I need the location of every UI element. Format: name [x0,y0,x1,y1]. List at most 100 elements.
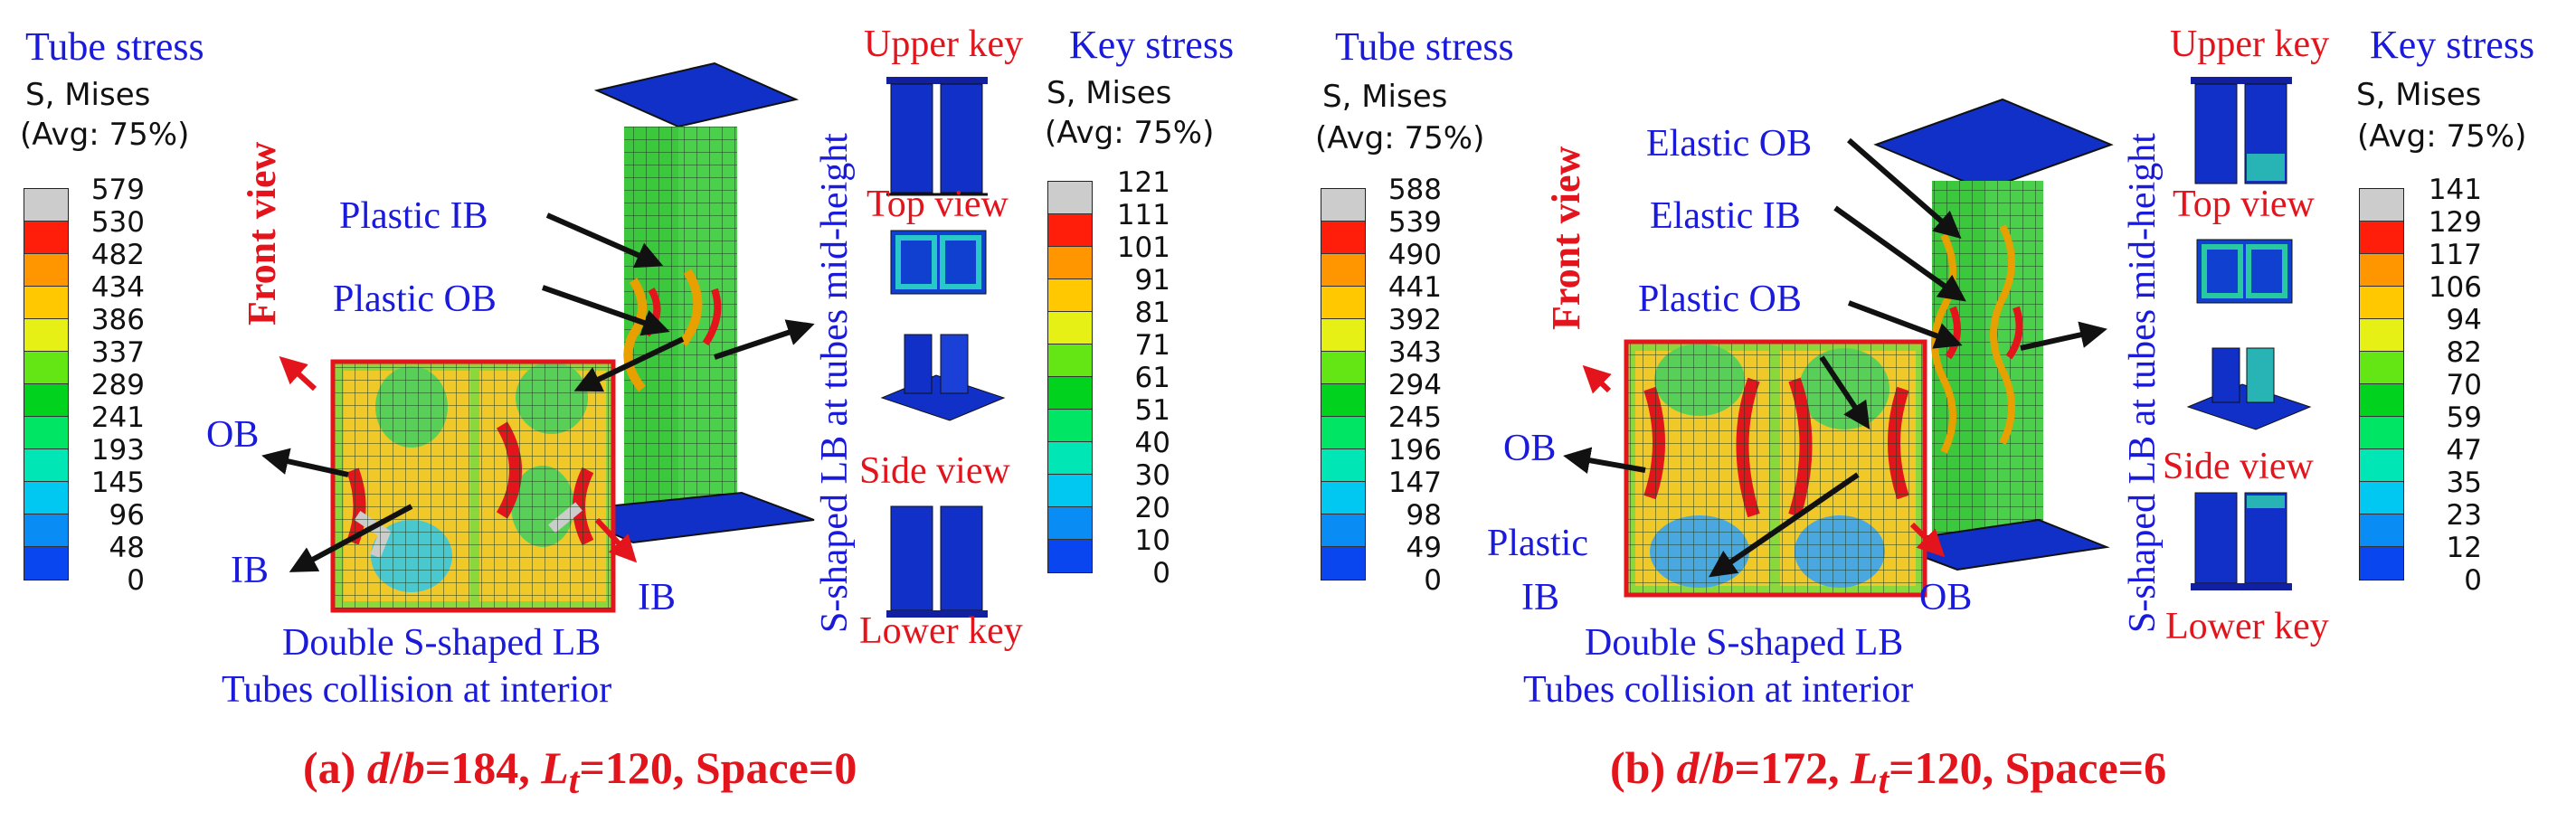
caption-d: d [366,742,390,793]
legend-swatch [24,222,68,254]
tube-stress-title: Tube stress [25,24,204,69]
top-view-thumbnail [2196,239,2293,304]
caption-a: (a) d/b=184, Lt=120, Space=0 [303,741,857,803]
caption-value: =184, [424,742,542,793]
tick-label: 20 [1134,492,1170,524]
elastic-ib-label: Elastic IB [1650,195,1801,237]
double-s-label: Double S-shaped LB [1585,622,1904,664]
ib-label: IB [1521,577,1559,618]
tick-label: 241 [90,401,145,434]
key-stress-title: Key stress [2370,23,2535,67]
legend-swatch [24,417,68,449]
tubes-collision-label: Tubes collision at interior [222,669,612,711]
panel-a: Tube stress S, Mises (Avg: 75%) 579 530 … [20,24,1234,803]
avg-label: (Avg: 75%) [1315,120,1485,156]
tick-label: 94 [2446,304,2482,336]
tube-stress-legend [1321,188,1366,580]
legend-swatch [1048,312,1092,344]
tick-label: 539 [1387,206,1442,239]
legend-swatch [2360,482,2403,514]
tick-label: 59 [2446,401,2482,434]
legend-swatch [2360,417,2403,449]
tick-label: 343 [1387,336,1442,369]
upper-key-label: Upper key [2170,24,2330,65]
tick-label: 98 [1406,499,1442,532]
legend-swatch [24,189,68,222]
tick-label: 434 [90,271,145,304]
legend-swatch [24,449,68,482]
ob-label-right: OB [1919,577,1973,618]
avg-label: (Avg: 75%) [20,117,190,153]
legend-swatch [1321,417,1365,449]
tick-label: 71 [1134,329,1170,362]
legend-swatch [1321,514,1365,547]
tick-label: 129 [2428,206,2482,239]
plastic-ob-label: Plastic OB [1638,278,1802,320]
elastic-ob-label: Elastic OB [1646,123,1813,165]
tick-label: 0 [127,564,145,597]
tick-label: 141 [2428,174,2482,206]
tick-label: 121 [1116,166,1170,199]
caption-value: =120, Space=6 [1889,742,2167,793]
plastic-ob-label: Plastic OB [333,278,497,320]
legend-swatch [1321,482,1365,514]
legend-swatch [2360,319,2403,352]
tick-label: 23 [2446,499,2482,532]
legend-swatch [1321,222,1365,254]
tick-label: 12 [2446,532,2482,564]
legend-swatch [2360,287,2403,319]
legend-swatch [24,319,68,352]
legend-swatch [1048,247,1092,279]
tick-label: 106 [2428,271,2482,304]
tick-label: 579 [90,174,145,206]
tick-label: 530 [90,206,145,239]
tick-label: 82 [2446,336,2482,369]
caption-value: =172, [1734,742,1852,793]
tube-column [1873,98,2114,571]
legend-swatch [1048,344,1092,377]
tick-label: 337 [90,336,145,369]
legend-swatch [1048,182,1092,214]
legend-swatch [1321,189,1365,222]
caption-b: b [402,742,425,793]
legend-swatch [1321,319,1365,352]
tick-label: 386 [90,304,145,336]
tick-label: 47 [2446,434,2482,467]
ib-label: IB [231,550,269,591]
tick-label: 35 [2446,467,2482,499]
legend-swatch [1321,287,1365,319]
upper-key-thumbnail [886,77,988,196]
legend-swatch [24,287,68,319]
tick-label: 193 [90,434,145,467]
tick-label: 147 [1387,467,1442,499]
top-view-label: Top view [2173,184,2315,225]
legend-swatch [2360,352,2403,384]
tick-label: 441 [1387,271,1442,304]
legend-swatch [2360,222,2403,254]
key-stress-legend [1047,181,1093,573]
key-avg-label: (Avg: 75%) [1045,115,1215,151]
tick-label: 490 [1387,239,1442,271]
ib-label-right: IB [638,577,676,618]
legend-swatch [1048,377,1092,410]
legend-swatch [2360,384,2403,417]
tick-label: 289 [90,369,145,401]
caption-sep: / [1699,742,1712,793]
tick-label: 0 [1424,564,1442,597]
plastic-ib-label: Plastic IB [339,195,488,237]
legend-swatch [1321,384,1365,417]
key-legend-ticks: 141 129 117 106 94 82 70 59 47 35 23 12 … [2408,176,2482,601]
caption-l: L [541,742,569,793]
side-view-label: Side view [2163,446,2314,487]
caption-t: t [568,760,580,802]
key-stress-legend [2359,188,2404,580]
tube-stress-title: Tube stress [1335,24,1514,69]
legend-swatch [24,352,68,384]
legend-swatch [2360,254,2403,287]
s-mises-label: S, Mises [1322,79,1448,115]
legend-swatch [24,547,68,580]
tick-label: 145 [90,467,145,499]
tick-label: 245 [1387,401,1442,434]
caption-t: t [1878,760,1889,802]
tick-label: 588 [1387,174,1442,206]
